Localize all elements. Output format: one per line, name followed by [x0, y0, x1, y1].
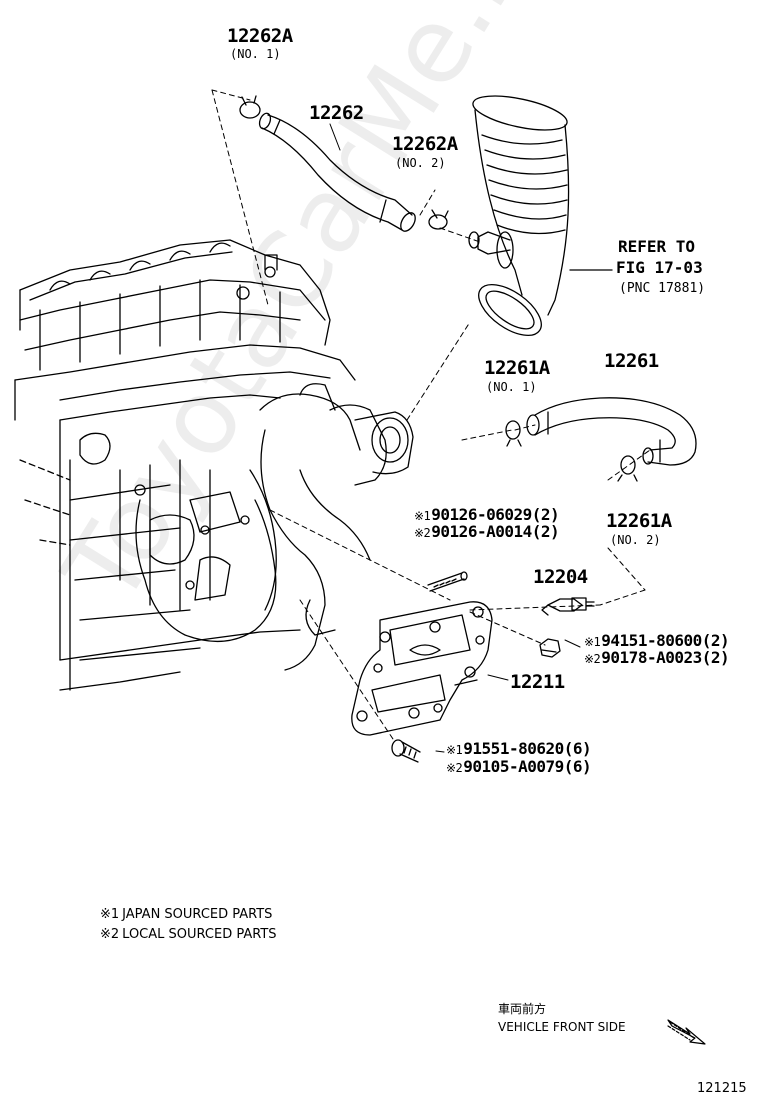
bolt-code-1: ※191551-80620(6) [446, 739, 592, 758]
clip-12262a-no2 [428, 209, 449, 230]
stud-code-2: ※290126-A0014(2) [414, 522, 560, 541]
label-12261a-no2: 12261A [606, 510, 672, 532]
bolt-code-2: ※290105-A0079(6) [446, 757, 592, 776]
label-12211: 12211 [510, 671, 565, 693]
front-direction-arrow-icon [667, 1019, 706, 1045]
label-12261a-no1: 12261A [484, 357, 550, 379]
bolt-code-2-text: 90105-A0079(6) [463, 757, 592, 776]
refer-line2: FIG 17-03 [616, 258, 703, 277]
nut-mark-1: ※1 [584, 635, 601, 649]
stud-code-1-text: 90126-06029(2) [431, 505, 560, 524]
clip-12261a-no1 [505, 420, 522, 447]
nut [539, 638, 561, 658]
flange-bolt [391, 739, 421, 763]
intake-bellows-hose [468, 95, 613, 337]
nut-code-1: ※194151-80600(2) [584, 631, 730, 650]
stud-code-1: ※190126-06029(2) [414, 505, 560, 524]
label-12262a-no2-sub: (NO. 2) [395, 156, 446, 170]
nut-code-2: ※290178-A0023(2) [584, 648, 730, 667]
note-mark-2: ※2 [100, 927, 120, 942]
note-text-2: LOCAL SOURCED PARTS [122, 927, 277, 942]
label-12262a-no1-sub: (NO. 1) [230, 47, 281, 61]
pcv-valve-12204 [541, 597, 595, 616]
bolt-mark-1: ※1 [446, 743, 463, 757]
ventilation-case-12211 [351, 601, 493, 736]
nut-mark-2: ※2 [584, 652, 601, 666]
label-12204: 12204 [533, 566, 588, 588]
direction-jp: 車両前方 [498, 1002, 547, 1016]
stud-bolt [427, 571, 468, 592]
note-mark-1: ※1 [100, 907, 120, 922]
bolt-mark-2: ※2 [446, 761, 463, 775]
stud-mark-1: ※1 [414, 509, 431, 523]
note-text-1: JAPAN SOURCED PARTS [122, 907, 273, 922]
label-12262a-no1: 12262A [227, 25, 293, 47]
engine-block [14, 239, 414, 691]
bolt-code-1-text: 91551-80620(6) [463, 739, 592, 758]
clip-12261a-no2 [617, 455, 638, 482]
stud-mark-2: ※2 [414, 526, 431, 540]
direction-en: VEHICLE FRONT SIDE [498, 1020, 626, 1034]
hose-12262 [258, 112, 416, 232]
leader-lines-solid [329, 123, 581, 753]
stud-code-2-text: 90126-A0014(2) [431, 522, 560, 541]
hose-12261 [526, 397, 697, 466]
clip-12262a-no1 [239, 95, 261, 119]
refer-line1: REFER TO [618, 237, 696, 256]
label-12261a-no2-sub: (NO. 2) [610, 533, 661, 547]
label-12262a-no2: 12262A [392, 133, 458, 155]
label-12261a-no1-sub: (NO. 1) [486, 380, 537, 394]
figure-id: 121215 [697, 1081, 747, 1096]
label-12262: 12262 [309, 102, 364, 124]
nut-code-2-text: 90178-A0023(2) [601, 648, 730, 667]
nut-code-1-text: 94151-80600(2) [601, 631, 730, 650]
leader-lines-dashed [211, 89, 651, 743]
label-12261: 12261 [604, 350, 659, 372]
refer-line3: (PNC 17881) [619, 281, 706, 296]
